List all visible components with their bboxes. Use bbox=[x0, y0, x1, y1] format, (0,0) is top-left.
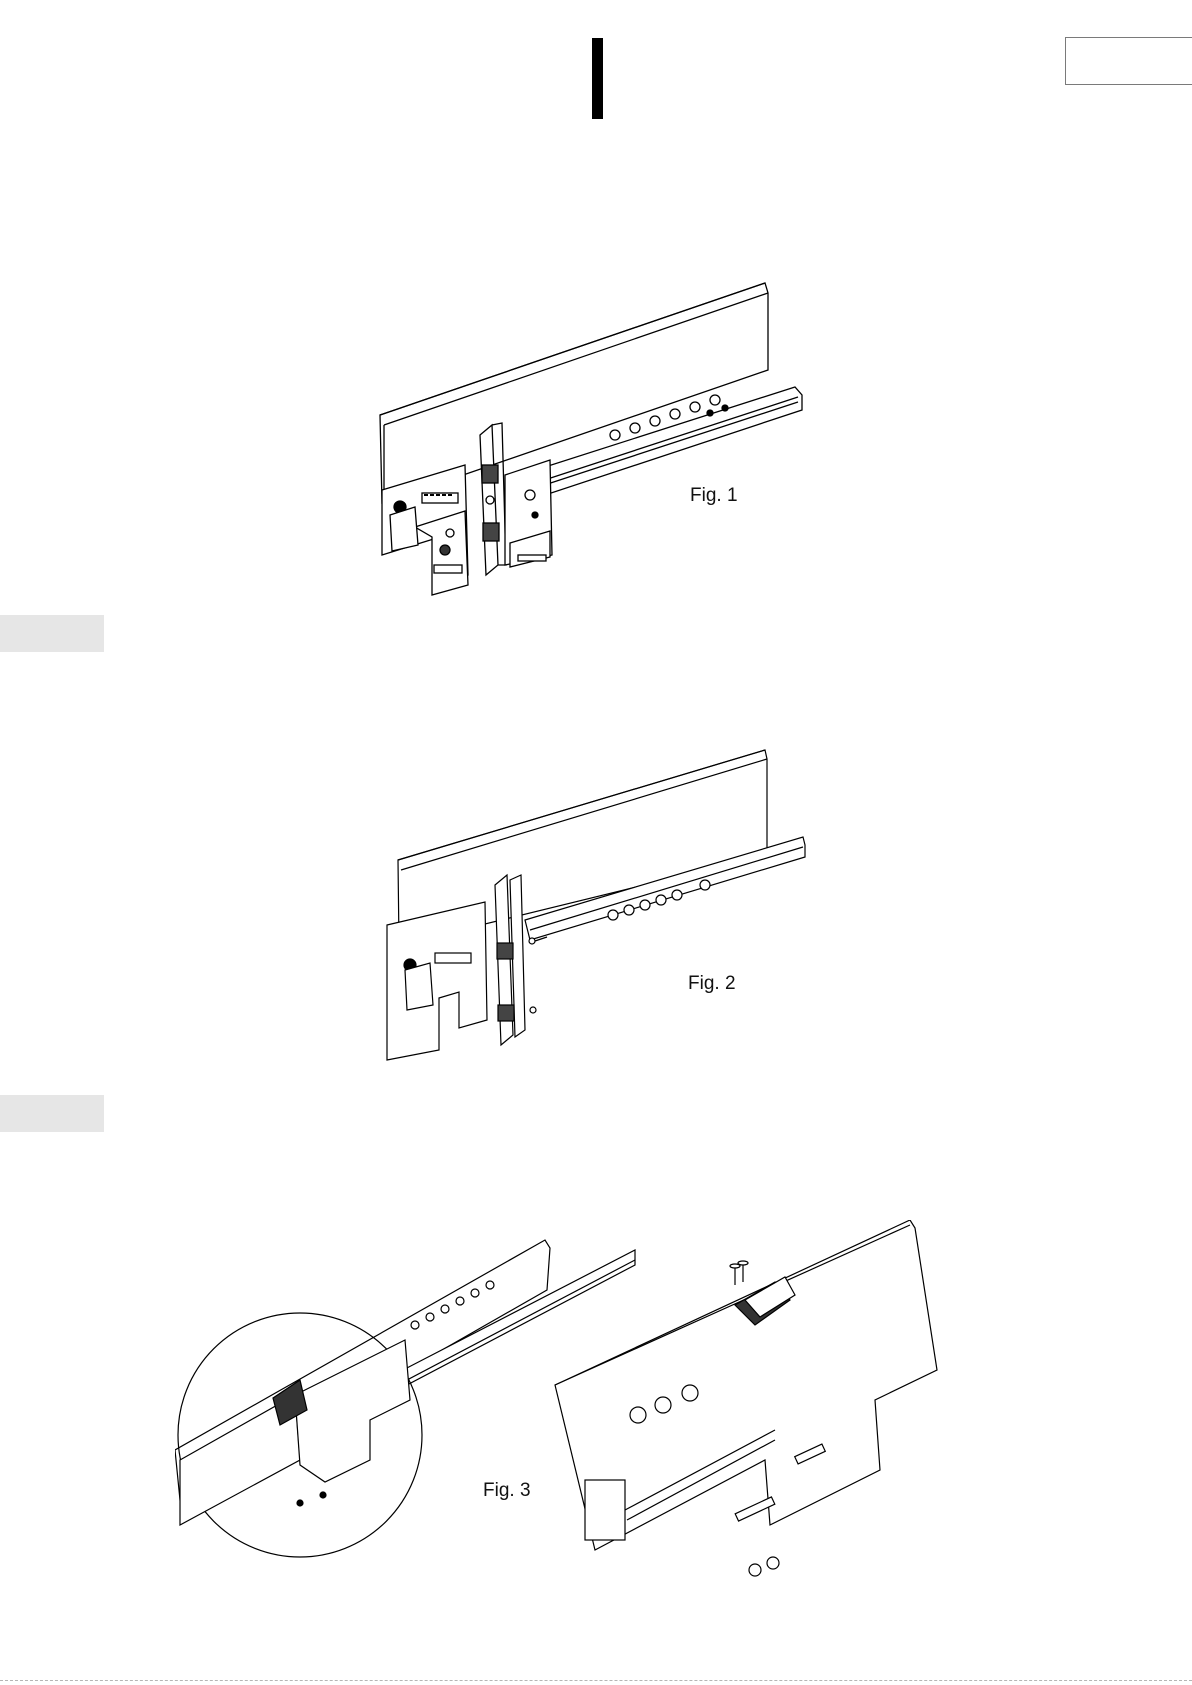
section-tab-2 bbox=[0, 1095, 104, 1132]
figure-2-label: Fig. 2 bbox=[688, 973, 736, 995]
figure-3-label: Fig. 3 bbox=[483, 1480, 531, 1502]
figure-1-label: Fig. 1 bbox=[690, 485, 738, 507]
figure-1-door-hanger-assembly bbox=[370, 275, 820, 605]
section-tab-1 bbox=[0, 615, 104, 652]
language-marker-bar bbox=[592, 38, 603, 119]
page-bottom-edge bbox=[0, 1680, 1192, 1681]
figure-3-detail-views bbox=[175, 1220, 1025, 1580]
page-number-box bbox=[1065, 37, 1192, 85]
figure-2-door-hanger-assembly bbox=[385, 745, 815, 1075]
